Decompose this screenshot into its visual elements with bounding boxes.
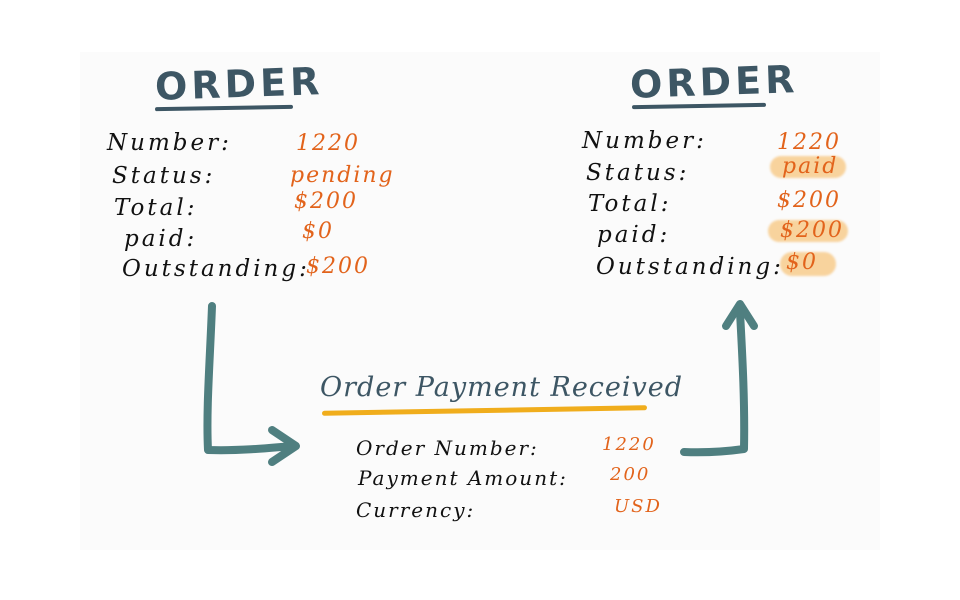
event-order-number-value: 1220 xyxy=(602,434,656,455)
right-number-label: Number: xyxy=(582,128,707,154)
left-paid-value: $0 xyxy=(302,219,334,244)
left-status-value: pending xyxy=(290,163,395,188)
right-status-label: Status: xyxy=(586,160,690,186)
left-outstanding-value: $200 xyxy=(306,254,370,279)
right-number-value: 1220 xyxy=(777,130,841,155)
event-title: Order Payment Received xyxy=(320,372,684,403)
event-to-right-arrowhead xyxy=(722,300,758,330)
right-paid-label: paid: xyxy=(597,222,671,248)
right-status-value: paid xyxy=(782,154,839,179)
left-outstanding-label: Outstanding: xyxy=(122,256,310,282)
event-payment-amount-label: Payment Amount: xyxy=(358,466,568,490)
left-number-label: Number: xyxy=(107,130,232,156)
left-to-event-arrow xyxy=(203,302,296,455)
event-to-right-arrow xyxy=(680,308,749,457)
right-total-label: Total: xyxy=(588,191,672,217)
left-total-value: $200 xyxy=(294,189,358,214)
event-currency-label: Currency: xyxy=(356,498,476,522)
event-currency-value: USD xyxy=(614,496,662,517)
right-paid-value: $200 xyxy=(780,218,844,243)
event-payment-amount-value: 200 xyxy=(610,464,651,485)
right-outstanding-highlight xyxy=(780,252,836,276)
right-outstanding-label: Outstanding: xyxy=(596,254,784,280)
left-to-event-arrowhead xyxy=(268,426,300,466)
right-total-value: $200 xyxy=(777,188,841,213)
right-status-highlight xyxy=(770,156,846,178)
left-total-label: Total: xyxy=(114,195,198,221)
left-number-value: 1220 xyxy=(296,131,360,156)
event-order-number-label: Order Number: xyxy=(356,436,539,460)
left-paid-label: paid: xyxy=(124,226,198,252)
right-outstanding-value: $0 xyxy=(786,250,818,275)
left-status-label: Status: xyxy=(112,163,216,189)
diagram-canvas xyxy=(80,52,880,550)
right-paid-highlight xyxy=(768,220,848,242)
